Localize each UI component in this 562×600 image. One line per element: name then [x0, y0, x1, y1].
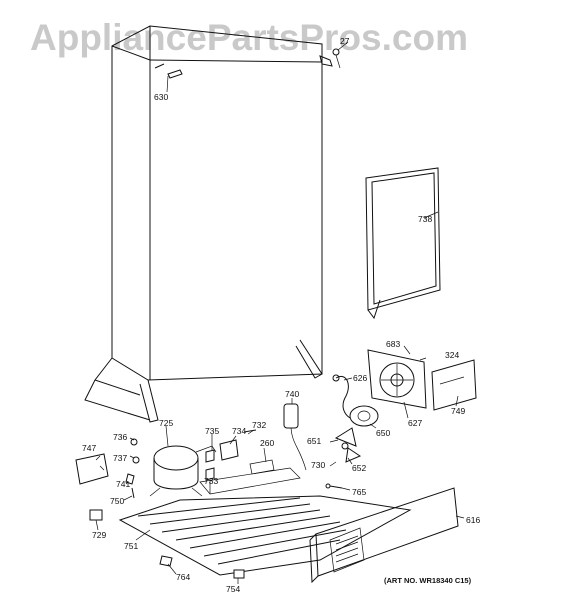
callout-764: 764 — [176, 572, 190, 582]
callouts: 27 630 738 683 324 626 627 749 650 651 6… — [82, 36, 480, 594]
relay-assembly — [205, 429, 257, 481]
callout-683: 683 — [386, 339, 400, 349]
callout-741: 741 — [116, 479, 130, 489]
cabinet — [84, 25, 341, 423]
callout-750: 750 — [110, 496, 124, 506]
drain-tube — [332, 374, 351, 419]
callout-740: 740 — [285, 389, 299, 399]
callout-747: 747 — [82, 443, 96, 453]
callout-749: 749 — [451, 406, 465, 416]
leveler-feet — [159, 555, 245, 579]
fan-motor — [349, 405, 379, 427]
callout-732: 732 — [252, 420, 266, 430]
callout-324: 324 — [445, 350, 459, 360]
callout-27: 27 — [340, 36, 350, 46]
callout-730: 730 — [311, 460, 325, 470]
callout-260: 260 — [260, 438, 274, 448]
callout-765: 765 — [352, 487, 366, 497]
bracket-plate — [75, 453, 109, 485]
callout-751: 751 — [124, 541, 138, 551]
small-hardware — [89, 438, 140, 521]
compressor — [149, 445, 217, 497]
callout-651: 651 — [307, 436, 321, 446]
fan-blade — [334, 427, 362, 463]
callout-733: 733 — [204, 476, 218, 486]
art-number: (ART NO. WR18340 C15) — [384, 576, 472, 585]
base-pan-condenser — [118, 459, 412, 576]
cover-plate — [431, 359, 477, 411]
callout-652: 652 — [352, 463, 366, 473]
capacitor — [283, 403, 307, 471]
callout-738: 738 — [418, 214, 432, 224]
callout-630: 630 — [154, 92, 168, 102]
callout-754: 754 — [226, 584, 240, 594]
callout-729: 729 — [92, 530, 106, 540]
callout-736: 736 — [113, 432, 127, 442]
leader-lines — [95, 41, 465, 584]
callout-626: 626 — [353, 373, 367, 383]
callout-734: 734 — [232, 426, 246, 436]
callout-737: 737 — [113, 453, 127, 463]
screw — [325, 483, 343, 489]
condenser-fan-bracket — [367, 349, 427, 409]
callout-735: 735 — [205, 426, 219, 436]
watermark-text: AppliancePartsPros.com — [30, 17, 468, 58]
callout-650: 650 — [376, 428, 390, 438]
gasket-frame — [365, 167, 441, 320]
callout-627: 627 — [408, 418, 422, 428]
callout-616: 616 — [466, 515, 480, 525]
callout-725: 725 — [159, 418, 173, 428]
grille-duct — [309, 487, 459, 584]
